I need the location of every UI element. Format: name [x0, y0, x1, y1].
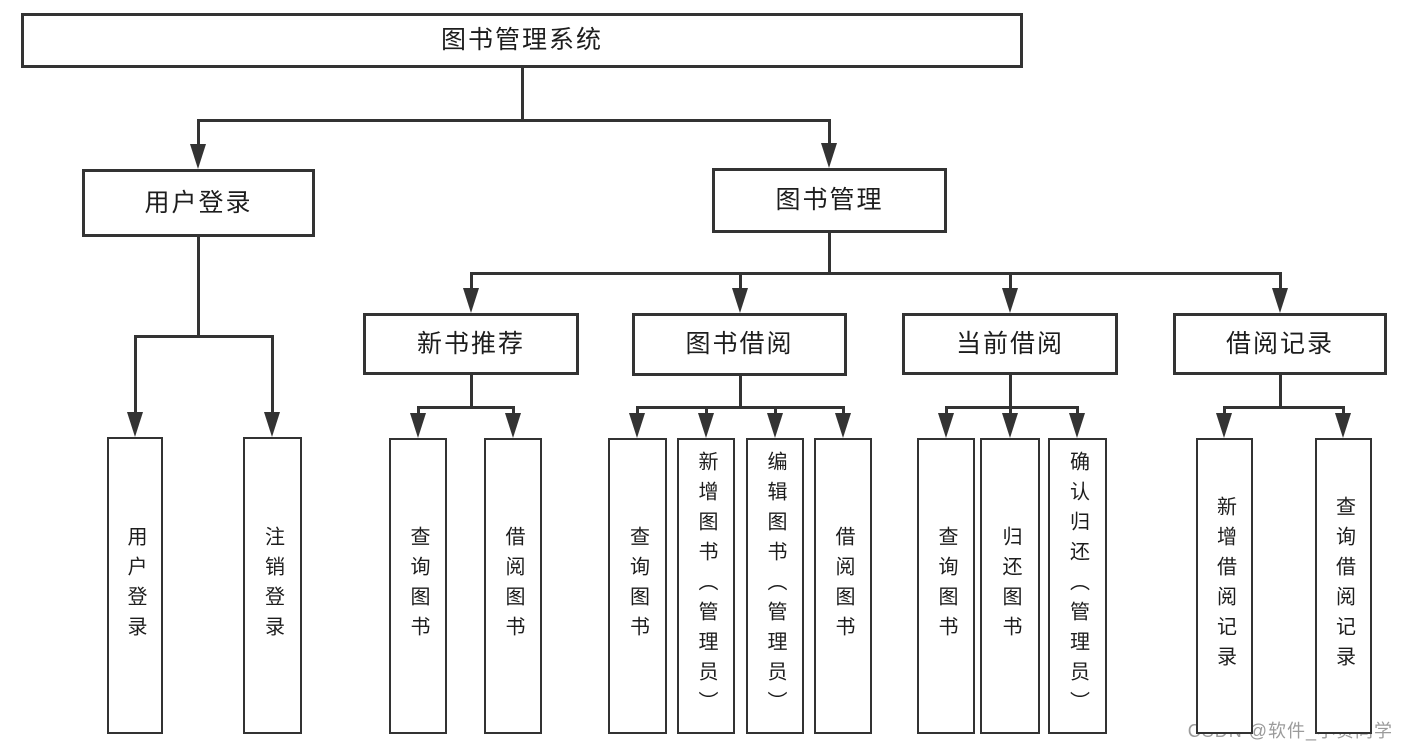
node-branch-current-borrow: 当前借阅 — [902, 313, 1118, 375]
connector-line — [196, 119, 831, 122]
connector-line — [635, 406, 845, 409]
node-leaf-borrow-book-1: 借阅图书 — [484, 438, 542, 734]
connector-line — [270, 335, 274, 414]
connector-line — [738, 272, 742, 290]
node-label-branch-new-book-recommend: 新书推荐 — [416, 329, 525, 358]
node-label-leaf-add-book-admin: 新增图书（管理员） — [695, 451, 717, 721]
node-branch-book-borrow: 图书借阅 — [632, 313, 847, 376]
arrowhead-down-icon — [505, 413, 521, 438]
arrowhead-down-icon — [463, 288, 479, 313]
node-leaf-query-book-3: 查询图书 — [917, 438, 975, 734]
connector-line — [469, 272, 1282, 275]
connector-line — [196, 119, 200, 146]
arrowhead-down-icon — [1002, 288, 1018, 313]
connector-line — [944, 406, 948, 415]
arrowhead-down-icon — [732, 288, 748, 313]
arrowhead-down-icon — [835, 413, 851, 438]
connector-line — [520, 68, 524, 122]
node-leaf-confirm-return-admin: 确认归还（管理员） — [1048, 438, 1107, 734]
connector-line — [1008, 375, 1012, 409]
node-label-leaf-query-book-3: 查询图书 — [935, 526, 957, 646]
node-branch-book-management: 图书管理 — [712, 168, 947, 233]
connector-line — [773, 406, 777, 415]
node-label-leaf-borrow-book-2: 借阅图书 — [832, 526, 854, 646]
arrowhead-down-icon — [127, 412, 143, 437]
connector-line — [1278, 375, 1282, 409]
connector-line — [133, 335, 274, 338]
node-label-leaf-return-book: 归还图书 — [999, 526, 1021, 646]
node-leaf-user-login: 用户登录 — [107, 437, 163, 734]
node-label-leaf-logout: 注销登录 — [261, 525, 284, 646]
node-label-leaf-confirm-return-admin: 确认归还（管理员） — [1066, 451, 1089, 721]
node-label-leaf-query-book-2: 查询图书 — [626, 526, 649, 646]
node-leaf-logout: 注销登录 — [243, 437, 302, 734]
connector-line — [1222, 406, 1345, 409]
arrowhead-down-icon — [698, 413, 714, 438]
arrowhead-down-icon — [410, 413, 426, 438]
connector-line — [469, 272, 473, 290]
node-root: 图书管理系统 — [21, 13, 1023, 68]
connector-line — [416, 406, 515, 409]
connector-line — [841, 406, 845, 415]
arrowhead-down-icon — [1335, 413, 1351, 438]
connector-line — [635, 406, 639, 415]
arrowhead-down-icon — [1002, 413, 1018, 438]
node-leaf-return-book: 归还图书 — [980, 438, 1040, 734]
connector-line — [1008, 406, 1012, 415]
connector-line — [1222, 406, 1226, 415]
connector-line — [827, 233, 831, 275]
node-label-branch-borrow-record: 借阅记录 — [1225, 329, 1334, 358]
node-leaf-edit-book-admin: 编辑图书（管理员） — [746, 438, 804, 734]
node-branch-borrow-record: 借阅记录 — [1173, 313, 1387, 375]
node-leaf-query-book-2: 查询图书 — [608, 438, 667, 734]
node-label-leaf-query-borrow-record: 查询借阅记录 — [1332, 496, 1355, 676]
node-label-branch-book-management: 图书管理 — [775, 186, 884, 214]
arrowhead-down-icon — [821, 143, 837, 168]
node-label-leaf-edit-book-admin: 编辑图书（管理员） — [764, 451, 786, 721]
arrowhead-down-icon — [938, 413, 954, 438]
node-label-leaf-borrow-book-1: 借阅图书 — [502, 526, 524, 646]
connector-line — [133, 335, 137, 414]
connector-line — [469, 375, 473, 409]
connector-line — [511, 406, 515, 415]
node-label-leaf-user-login: 用户登录 — [124, 525, 146, 646]
connector-line — [196, 237, 200, 338]
connector-line — [1341, 406, 1345, 415]
arrowhead-down-icon — [1069, 413, 1085, 438]
node-label-leaf-add-borrow-record: 新增借阅记录 — [1213, 496, 1236, 676]
node-branch-user-login: 用户登录 — [82, 169, 315, 237]
arrowhead-down-icon — [1272, 288, 1288, 313]
connector-line — [416, 406, 420, 415]
connector-line — [738, 376, 742, 409]
arrowhead-down-icon — [629, 413, 645, 438]
arrowhead-down-icon — [1216, 413, 1232, 438]
connector-line — [827, 119, 831, 145]
connector-line — [704, 406, 708, 415]
arrowhead-down-icon — [767, 413, 783, 438]
node-label-branch-user-login: 用户登录 — [144, 188, 253, 217]
arrowhead-down-icon — [264, 412, 280, 437]
arrowhead-down-icon — [190, 144, 206, 169]
node-label-branch-book-borrow: 图书借阅 — [685, 330, 794, 358]
node-leaf-query-book-1: 查询图书 — [389, 438, 447, 734]
node-label-branch-current-borrow: 当前借阅 — [955, 329, 1064, 358]
node-leaf-add-borrow-record: 新增借阅记录 — [1196, 438, 1253, 734]
connector-line — [944, 406, 1079, 409]
connector-line — [1008, 272, 1012, 290]
node-label-leaf-query-book-1: 查询图书 — [407, 526, 429, 646]
node-leaf-add-book-admin: 新增图书（管理员） — [677, 438, 735, 734]
node-leaf-query-borrow-record: 查询借阅记录 — [1315, 438, 1372, 734]
node-label-root: 图书管理系统 — [440, 26, 603, 54]
connector-line — [1075, 406, 1079, 415]
connector-line — [1278, 272, 1282, 290]
node-leaf-borrow-book-2: 借阅图书 — [814, 438, 872, 734]
node-branch-new-book-recommend: 新书推荐 — [363, 313, 579, 375]
